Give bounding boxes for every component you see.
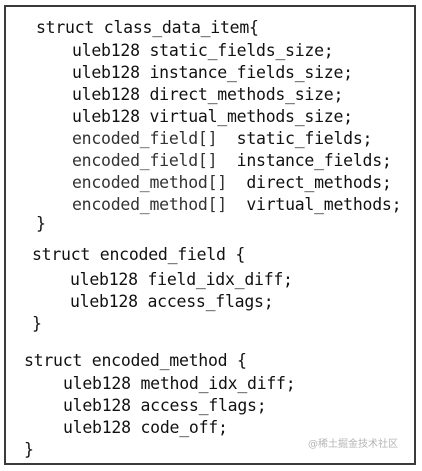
- member-type: encoded_field[]: [72, 129, 218, 148]
- member-line: uleb128 direct_methods_size;: [72, 84, 343, 106]
- member-line: uleb128 access_flags;: [70, 291, 274, 313]
- member-type: uleb128: [70, 270, 138, 289]
- member-name: direct_methods;: [246, 173, 392, 192]
- member-name: instance_fields_size;: [149, 63, 353, 82]
- member-line: encoded_field[] instance_fields;: [72, 150, 392, 172]
- member-line: encoded_method[] virtual_methods;: [72, 194, 402, 216]
- member-type: uleb128: [72, 63, 140, 82]
- member-line: uleb128 virtual_methods_size;: [72, 106, 353, 128]
- struct-closing-brace: }: [24, 440, 34, 459]
- struct-header-encoded-method: struct encoded_method {: [24, 351, 247, 370]
- member-line: uleb128 field_idx_diff;: [70, 269, 293, 291]
- member-line: uleb128 static_fields_size;: [72, 40, 334, 62]
- member-line: encoded_method[] direct_methods;: [72, 172, 392, 194]
- member-line: uleb128 method_idx_diff;: [63, 373, 296, 395]
- member-line: uleb128 instance_fields_size;: [72, 62, 353, 84]
- member-name: access_flags;: [147, 292, 274, 311]
- member-name: method_idx_diff;: [140, 374, 296, 393]
- member-name: code_off;: [140, 418, 228, 437]
- struct-header-class-data-item: struct class_data_item{: [36, 18, 259, 37]
- member-name: access_flags;: [140, 396, 267, 415]
- member-type: uleb128: [72, 107, 140, 126]
- code-figure: struct class_data_item{ uleb128 static_f…: [4, 5, 416, 465]
- struct-header-encoded-field: struct encoded_field {: [32, 245, 246, 264]
- member-name: field_idx_diff;: [147, 270, 293, 289]
- member-name: virtual_methods;: [246, 195, 402, 214]
- member-type: encoded_method[]: [72, 173, 227, 192]
- member-type: uleb128: [63, 374, 131, 393]
- watermark: @稀土掘金技术社区: [308, 439, 398, 450]
- member-line: encoded_field[] static_fields;: [72, 128, 372, 150]
- member-line: uleb128 access_flags;: [63, 395, 267, 417]
- member-name: direct_methods_size;: [149, 85, 344, 104]
- struct-closing-brace: }: [36, 214, 46, 233]
- member-name: instance_fields;: [236, 151, 392, 170]
- member-type: uleb128: [72, 41, 140, 60]
- member-type: encoded_method[]: [72, 195, 227, 214]
- member-name: virtual_methods_size;: [149, 107, 353, 126]
- member-name: static_fields;: [236, 129, 373, 148]
- member-line: uleb128 code_off;: [63, 417, 228, 439]
- member-type: uleb128: [72, 85, 140, 104]
- member-type: uleb128: [70, 292, 138, 311]
- member-type: uleb128: [63, 396, 131, 415]
- member-name: static_fields_size;: [149, 41, 334, 60]
- member-type: encoded_field[]: [72, 151, 218, 170]
- struct-closing-brace: }: [32, 314, 42, 333]
- member-type: uleb128: [63, 418, 131, 437]
